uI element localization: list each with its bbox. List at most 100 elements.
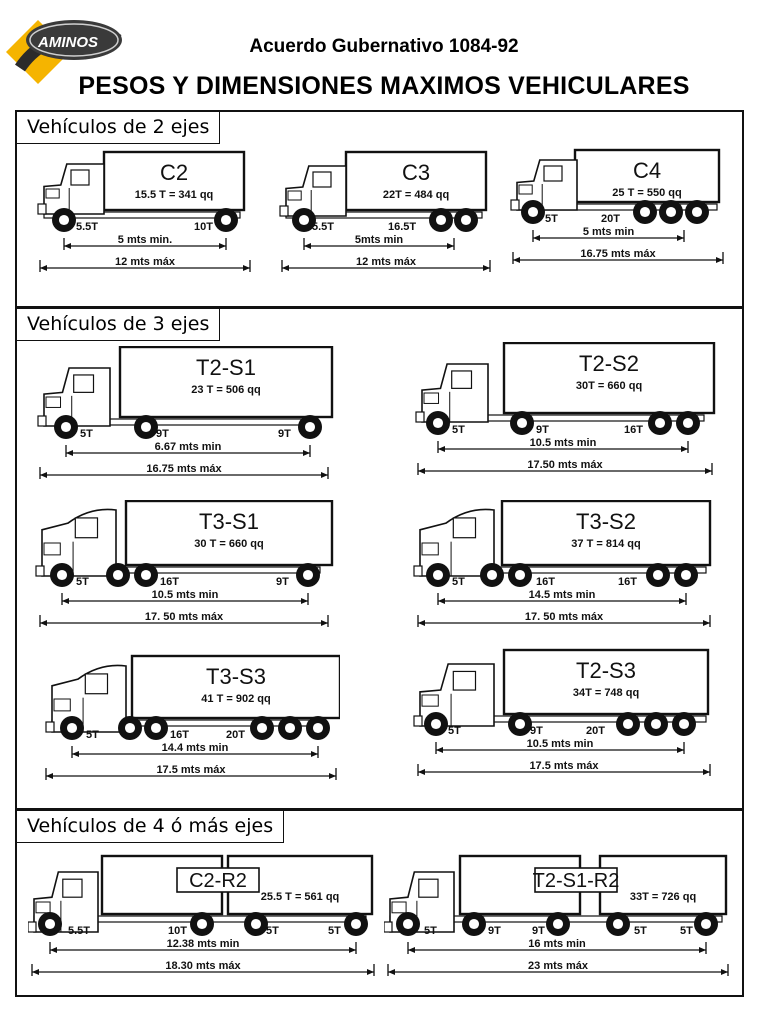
page-subtitle: Acuerdo Gubernativo 1084-92 bbox=[249, 36, 519, 57]
max-length: 18.30 mts máx bbox=[165, 960, 241, 972]
caminos-logo: AMINOS bbox=[6, 20, 122, 84]
axle-load: 16T bbox=[160, 576, 179, 588]
max-length: 17.5 mts máx bbox=[156, 764, 226, 776]
max-length: 17.50 mts máx bbox=[527, 459, 603, 471]
cargo-box bbox=[573, 148, 721, 204]
section-label: Vehículos de 3 ejes bbox=[17, 309, 221, 341]
axle-load: 5.5T bbox=[312, 221, 334, 233]
min-length: 10.5 mts min bbox=[530, 437, 597, 449]
axle-load: 5T bbox=[634, 925, 647, 937]
truck-cab bbox=[510, 159, 578, 211]
axle-load: 10T bbox=[194, 221, 213, 233]
max-length: 12 mts máx bbox=[356, 256, 417, 268]
vehicle-weight: 30 T = 660 qq bbox=[194, 538, 263, 550]
truck-cab bbox=[35, 508, 117, 577]
axle-load: 9T bbox=[530, 725, 543, 737]
cargo-box bbox=[502, 648, 710, 716]
axle-load: 5T bbox=[86, 729, 99, 741]
min-length: 16 mts min bbox=[528, 938, 586, 950]
max-length: 17.5 mts máx bbox=[529, 760, 599, 772]
section-2-axles: Vehículos de 2 ejes bbox=[15, 110, 744, 308]
vehicle-code: C2-R2 bbox=[189, 870, 247, 892]
vehicle-code: T3-S3 bbox=[206, 664, 266, 689]
max-length: 12 mts máx bbox=[115, 256, 176, 268]
axle-load: 5T bbox=[452, 424, 465, 436]
vehicle-weight: 33T = 726 qq bbox=[630, 891, 696, 903]
axle-load: 9T bbox=[278, 428, 291, 440]
min-length: 14.4 mts min bbox=[162, 742, 229, 754]
truck-cab bbox=[279, 165, 347, 217]
vehicle-weight: 30T = 660 qq bbox=[576, 380, 642, 392]
min-length: 14.5 mts min bbox=[529, 589, 596, 601]
axle-load: 5T bbox=[328, 925, 341, 937]
axle-load: 20T bbox=[226, 729, 245, 741]
section-label: Vehículos de 4 ó más ejes bbox=[17, 811, 285, 843]
axle-load: 5T bbox=[266, 925, 279, 937]
vehicle-weight: 37 T = 814 qq bbox=[571, 538, 640, 550]
axle-load: 5T bbox=[448, 725, 461, 737]
vehicle-code: C4 bbox=[633, 158, 661, 183]
axle-load: 5T bbox=[80, 428, 93, 440]
truck-cab bbox=[413, 663, 495, 727]
truck-cab bbox=[413, 508, 495, 577]
min-length: 12.38 mts min bbox=[167, 938, 240, 950]
min-length: 10.5 mts min bbox=[152, 589, 219, 601]
min-length: 5 mts min. bbox=[118, 234, 172, 246]
vehicle-code: T3-S2 bbox=[576, 509, 636, 534]
min-length: 5 mts min bbox=[583, 226, 635, 238]
vehicle-weight: 23 T = 506 qq bbox=[191, 384, 260, 396]
axle-load: 5T bbox=[424, 925, 437, 937]
vehicle-weight: 25 T = 550 qq bbox=[612, 187, 681, 199]
vehicle-code: C3 bbox=[402, 160, 430, 185]
axle-load: 10T bbox=[168, 925, 187, 937]
max-length: 16.75 mts máx bbox=[580, 248, 656, 260]
vehicle-t2-s1-r2: T2-S1-R2 33T = 726 qq 5T 9T 9T 5T 5T 16 mts min… bbox=[384, 854, 729, 976]
axle-load: 9T bbox=[156, 428, 169, 440]
vehicle-code: T2-S1 bbox=[196, 355, 256, 380]
page-header: AMINOS Acuerdo Gubernativo 1084-92 PESOS… bbox=[0, 0, 768, 108]
section-4-axles: Vehículos de 4 ó más ejes bbox=[15, 809, 744, 997]
axle-load: 9T bbox=[532, 925, 545, 937]
axle-load: 9T bbox=[536, 424, 549, 436]
cargo-box bbox=[124, 500, 334, 567]
axle-load: 16.5T bbox=[388, 221, 416, 233]
trailer-box bbox=[598, 854, 728, 916]
vehicle-code: C2 bbox=[160, 160, 188, 185]
axle-load: 5T bbox=[452, 576, 465, 588]
vehicle-code: T2-S2 bbox=[579, 351, 639, 376]
axle-load: 5.5T bbox=[76, 221, 98, 233]
axle-load: 9T bbox=[276, 576, 289, 588]
axle-load: 16T bbox=[170, 729, 189, 741]
section-label: Vehículos de 2 ejes bbox=[17, 112, 221, 144]
max-length: 23 mts máx bbox=[528, 960, 589, 972]
cargo-box bbox=[102, 150, 246, 212]
min-length: 5mts min bbox=[355, 234, 404, 246]
vehicle-weight: 34T = 748 qq bbox=[573, 687, 639, 699]
vehicle-code: T2-S1-R2 bbox=[533, 870, 620, 892]
vehicle-t2-s2: T2-S2 30T = 660 qq 5T 9T 16T 10.5 mts min 17.5… bbox=[415, 342, 716, 475]
axle-load: 16T bbox=[624, 424, 643, 436]
max-length: 17. 50 mts máx bbox=[525, 611, 604, 623]
min-length: 10.5 mts min bbox=[527, 738, 594, 750]
vehicle-weight: 22T = 484 qq bbox=[383, 189, 449, 201]
axle-load: 5.5T bbox=[68, 925, 90, 937]
axle-load: 9T bbox=[488, 925, 501, 937]
truck-cab bbox=[415, 363, 489, 423]
max-length: 17. 50 mts máx bbox=[145, 611, 224, 623]
axle-load: 20T bbox=[601, 213, 620, 225]
cargo-box bbox=[344, 150, 488, 212]
min-length: 6.67 mts min bbox=[155, 441, 222, 453]
truck-cab bbox=[45, 664, 127, 733]
axle-load: 5T bbox=[680, 925, 693, 937]
axle-load: 16T bbox=[618, 576, 637, 588]
axle-load: 5T bbox=[545, 213, 558, 225]
cargo-box bbox=[130, 654, 340, 720]
vehicle-code: T2-S3 bbox=[576, 658, 636, 683]
